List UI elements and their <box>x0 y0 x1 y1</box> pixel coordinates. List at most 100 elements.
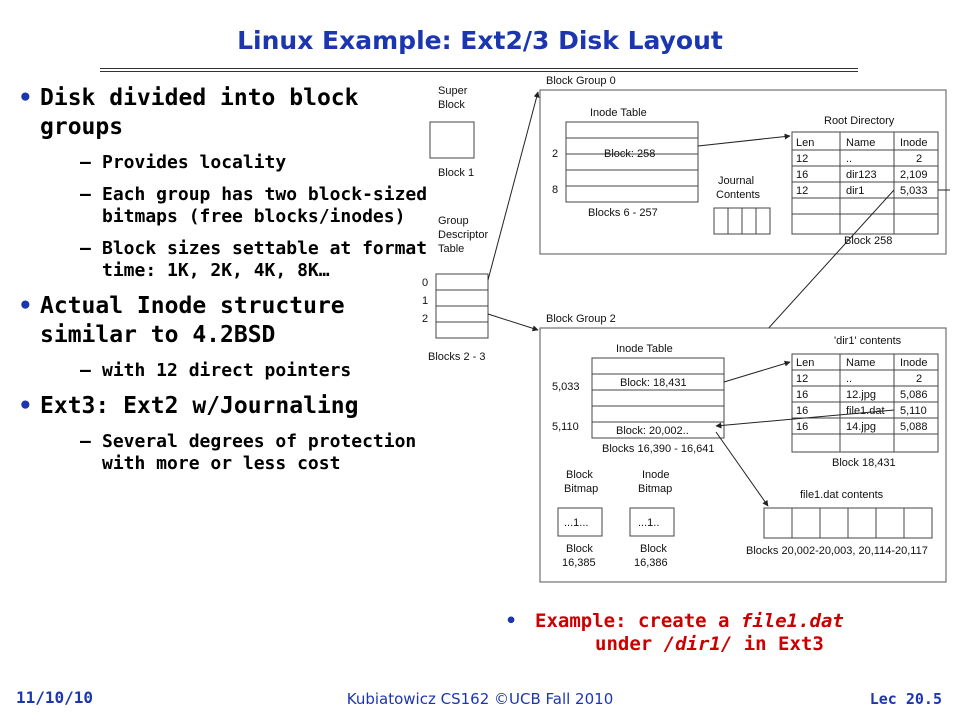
inode-index-2: 2 <box>552 148 558 160</box>
gdt-label: Table <box>438 243 464 255</box>
gdt-index: 1 <box>422 295 428 307</box>
inode-bitmap-box <box>629 507 675 537</box>
dir1-cell: 16 <box>796 421 808 433</box>
journal-block <box>727 207 743 235</box>
super-block-label: Block <box>438 99 465 111</box>
sub-bullet-block-sizes: Block sizes settable at format time: 1K,… <box>40 238 428 282</box>
dir1-header: Len <box>796 357 814 369</box>
bullet-text: Actual Inode structure similar to 4.2BSD <box>40 293 345 348</box>
dir1-header: Inode <box>900 357 928 369</box>
arrow-inode-to-root <box>697 133 791 147</box>
root-cell: .. <box>846 153 852 165</box>
block1-label: Block 1 <box>438 167 474 179</box>
inode-block-258: Block: 258 <box>604 148 655 160</box>
sub-bullet-direct-pointers: with 12 direct pointers <box>40 360 428 382</box>
block-bitmap-value: ...1... <box>564 517 588 529</box>
group0-inode-table-label: Inode Table <box>590 107 647 119</box>
root-directory-table <box>791 131 939 235</box>
inode-bitmap-number: 16,386 <box>634 557 668 569</box>
gdt-index: 2 <box>422 313 428 325</box>
gdt-entry <box>435 305 489 323</box>
dir1-cell: file1.dat <box>846 405 885 417</box>
dir1-block-label: Block 18,431 <box>832 457 896 469</box>
sub-bullet-list: with 12 direct pointers <box>40 360 428 382</box>
journal-block <box>741 207 757 235</box>
root-header: Inode <box>900 137 928 149</box>
example-callout: • Example: create a file1.dat under /dir… <box>505 610 955 656</box>
sub-bullet-list: Several degrees of protection with more … <box>40 431 428 475</box>
block-bitmap-label: Bitmap <box>564 483 598 495</box>
sub-bullet-protection: Several degrees of protection with more … <box>40 431 428 475</box>
bullet-ext3-journaling: Ext3: Ext2 w/Journaling Several degrees … <box>18 392 428 475</box>
block-bitmap-box <box>557 507 603 537</box>
inode-row <box>565 185 699 203</box>
inode-index-5033: 5,033 <box>552 381 580 393</box>
root-cell: 16 <box>796 169 808 181</box>
example-line-1: Example: create a file1.dat <box>535 610 844 632</box>
file-data-block <box>875 507 905 539</box>
file-data-block <box>903 507 933 539</box>
dir1-cell: 5,110 <box>900 405 927 417</box>
group-descriptor-table: Group Descriptor Table 0 1 2 Blocks 2 - … <box>422 215 489 363</box>
bullet-text: Ext3: Ext2 w/Journaling <box>40 393 359 419</box>
example-line-2: under /dir1/ in Ext3 <box>595 633 824 655</box>
journal-label: Journal <box>718 175 754 187</box>
root-header: Len <box>796 137 814 149</box>
gdt-index: 0 <box>422 277 428 289</box>
dir1-cell: 2 <box>916 373 922 385</box>
block-group-0: Block Group 0 Inode Table Block: 258 2 8… <box>539 75 947 255</box>
journal-block <box>755 207 771 235</box>
block-bitmap-label: Block <box>566 469 593 481</box>
block-bitmap-number: 16,385 <box>562 557 596 569</box>
inode-row <box>591 389 725 407</box>
inode-row <box>591 421 725 439</box>
dir1-cell: .. <box>846 373 852 385</box>
inode-bitmap-number: Block <box>640 543 667 555</box>
inode-bitmap-label: Bitmap <box>638 483 672 495</box>
gdt-entry <box>435 273 489 291</box>
arrow-dir1-to-file-inode <box>715 409 895 429</box>
arrow-to-group2 <box>487 313 539 332</box>
dir1-cell: 5,088 <box>900 421 928 433</box>
dir1-cell: 14.jpg <box>846 421 876 433</box>
super-block-box <box>429 121 475 159</box>
arrow-to-group0 <box>487 91 540 281</box>
file-contents-label: file1.dat contents <box>800 489 884 501</box>
slide-title: Linux Example: Ext2/3 Disk Layout <box>237 26 723 55</box>
bullet-block-groups: Disk divided into block groups Provides … <box>18 84 428 282</box>
file-data-block <box>763 507 793 539</box>
footer-course: Kubiatowicz CS162 ©UCB Fall 2010 <box>346 690 614 708</box>
group2-inode-table-label: Inode Table <box>616 343 673 355</box>
example-file: file1.dat <box>740 610 844 632</box>
dir1-cell: 16 <box>796 389 808 401</box>
inode-index-8: 8 <box>552 184 558 196</box>
inode-bitmap-value: ...1.. <box>638 517 659 529</box>
gdt-label: Descriptor <box>438 229 488 241</box>
file-data-block <box>819 507 849 539</box>
dir1-cell: 16 <box>796 405 808 417</box>
ext2-layout-diagram: Super Block Block 1 Group Descriptor Tab… <box>422 75 950 583</box>
root-cell: 2 <box>916 153 922 165</box>
gdt-label: Group <box>438 215 469 227</box>
sub-bullet-list: Provides locality Each group has two blo… <box>40 152 428 282</box>
footer-date: 11/10/10 <box>16 688 94 707</box>
footer-lecture: Lec 20.5 <box>869 690 942 708</box>
super-block-label: Super <box>438 85 468 97</box>
sub-bullet-bitmaps: Each group has two block-sized bitmaps (… <box>40 184 428 228</box>
sub-bullet-locality: Provides locality <box>40 152 428 174</box>
super-block: Super Block Block 1 <box>429 85 475 179</box>
inode-row <box>565 121 699 139</box>
gdt-entry <box>435 289 489 307</box>
inode-block-20002: Block: 20,002.. <box>616 425 689 437</box>
title-rule <box>100 68 858 72</box>
gdt-entry <box>435 321 489 339</box>
dir1-contents-label: 'dir1' contents <box>834 335 902 347</box>
dir1-cell: 12 <box>796 373 808 385</box>
file-data-block <box>847 507 877 539</box>
journal-label: Contents <box>716 189 761 201</box>
bullet-list: Disk divided into block groups Provides … <box>18 84 428 475</box>
root-block-label: Block 258 <box>844 235 892 247</box>
arrow-dir1-to-group2-inode <box>755 189 895 343</box>
example-bullet-icon: • <box>505 610 518 632</box>
dir1-cell: 12.jpg <box>846 389 876 401</box>
